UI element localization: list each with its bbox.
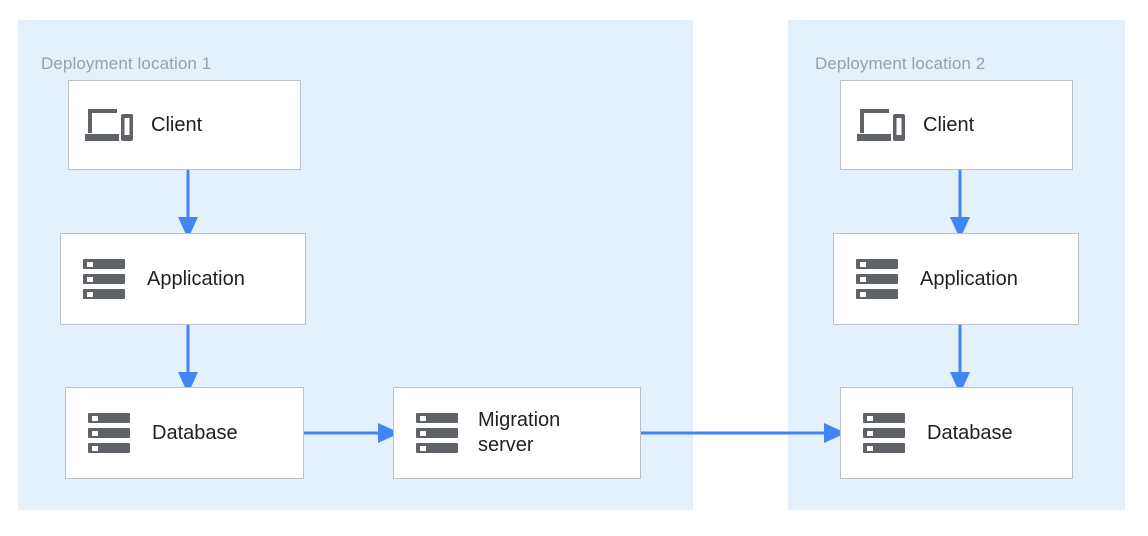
- server-icon: [88, 413, 130, 453]
- arrow-client1-to-application1: [178, 165, 198, 239]
- node-client-1[interactable]: Client: [68, 80, 301, 170]
- deployment-location-2-label: Deployment location 2: [815, 54, 986, 73]
- arrow-application2-to-database2: [950, 320, 970, 394]
- arrow-database1-to-migration-server: [298, 423, 400, 443]
- node-client-2-label: Client: [923, 113, 975, 136]
- node-database-2[interactable]: Database: [840, 387, 1073, 479]
- node-database-2-label: Database: [927, 421, 1013, 444]
- node-database-1[interactable]: Database: [65, 387, 304, 479]
- server-icon: [83, 259, 125, 299]
- node-migration-server[interactable]: Migration server: [393, 387, 641, 479]
- node-client-1-label: Client: [151, 113, 203, 136]
- node-application-2[interactable]: Application: [833, 233, 1079, 325]
- node-migration-server-label: Migration server: [478, 409, 561, 456]
- node-application-1[interactable]: Application: [60, 233, 306, 325]
- server-icon: [416, 413, 458, 453]
- arrow-application1-to-database1: [178, 320, 198, 394]
- node-client-2[interactable]: Client: [840, 80, 1073, 170]
- server-icon: [863, 413, 905, 453]
- devices-icon: [85, 106, 133, 144]
- devices-icon: [857, 106, 905, 144]
- deployment-location-1-label: Deployment location 1: [41, 54, 212, 73]
- arrow-client2-to-application2: [950, 165, 970, 239]
- node-database-1-label: Database: [152, 421, 238, 444]
- server-icon: [856, 259, 898, 299]
- node-application-2-label: Application: [920, 267, 1018, 290]
- node-application-1-label: Application: [147, 267, 245, 290]
- arrow-migration-server-to-database2: [636, 423, 846, 443]
